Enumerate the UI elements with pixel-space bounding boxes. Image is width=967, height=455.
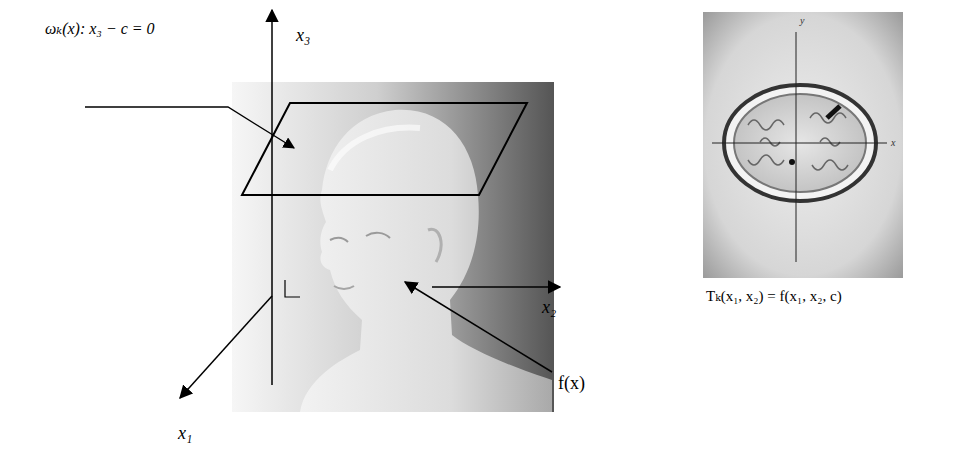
x2-axis — [432, 286, 560, 288]
x1-axis — [180, 296, 272, 398]
leader-line — [405, 282, 552, 372]
leader-line — [85, 107, 294, 148]
photo-background — [232, 82, 554, 412]
mri-slice — [703, 12, 903, 278]
x3-axis — [271, 10, 273, 385]
slice-caption: Tₖ(x₁, x₂) = f(x₁, x₂, c) — [706, 288, 842, 305]
plane-equation: ωₖ(x): x₃ − c = 0 — [45, 20, 155, 38]
cutting-plane — [242, 103, 527, 195]
axis-label: y — [800, 15, 804, 26]
axis-label: x₃ — [296, 26, 310, 46]
origin-mark — [285, 280, 300, 297]
function-label: f(x) — [558, 374, 585, 394]
axis-label: x₂ — [542, 298, 556, 318]
axis-label: x — [891, 137, 895, 148]
axis-label: x₁ — [178, 424, 192, 444]
head-figure — [300, 110, 552, 412]
